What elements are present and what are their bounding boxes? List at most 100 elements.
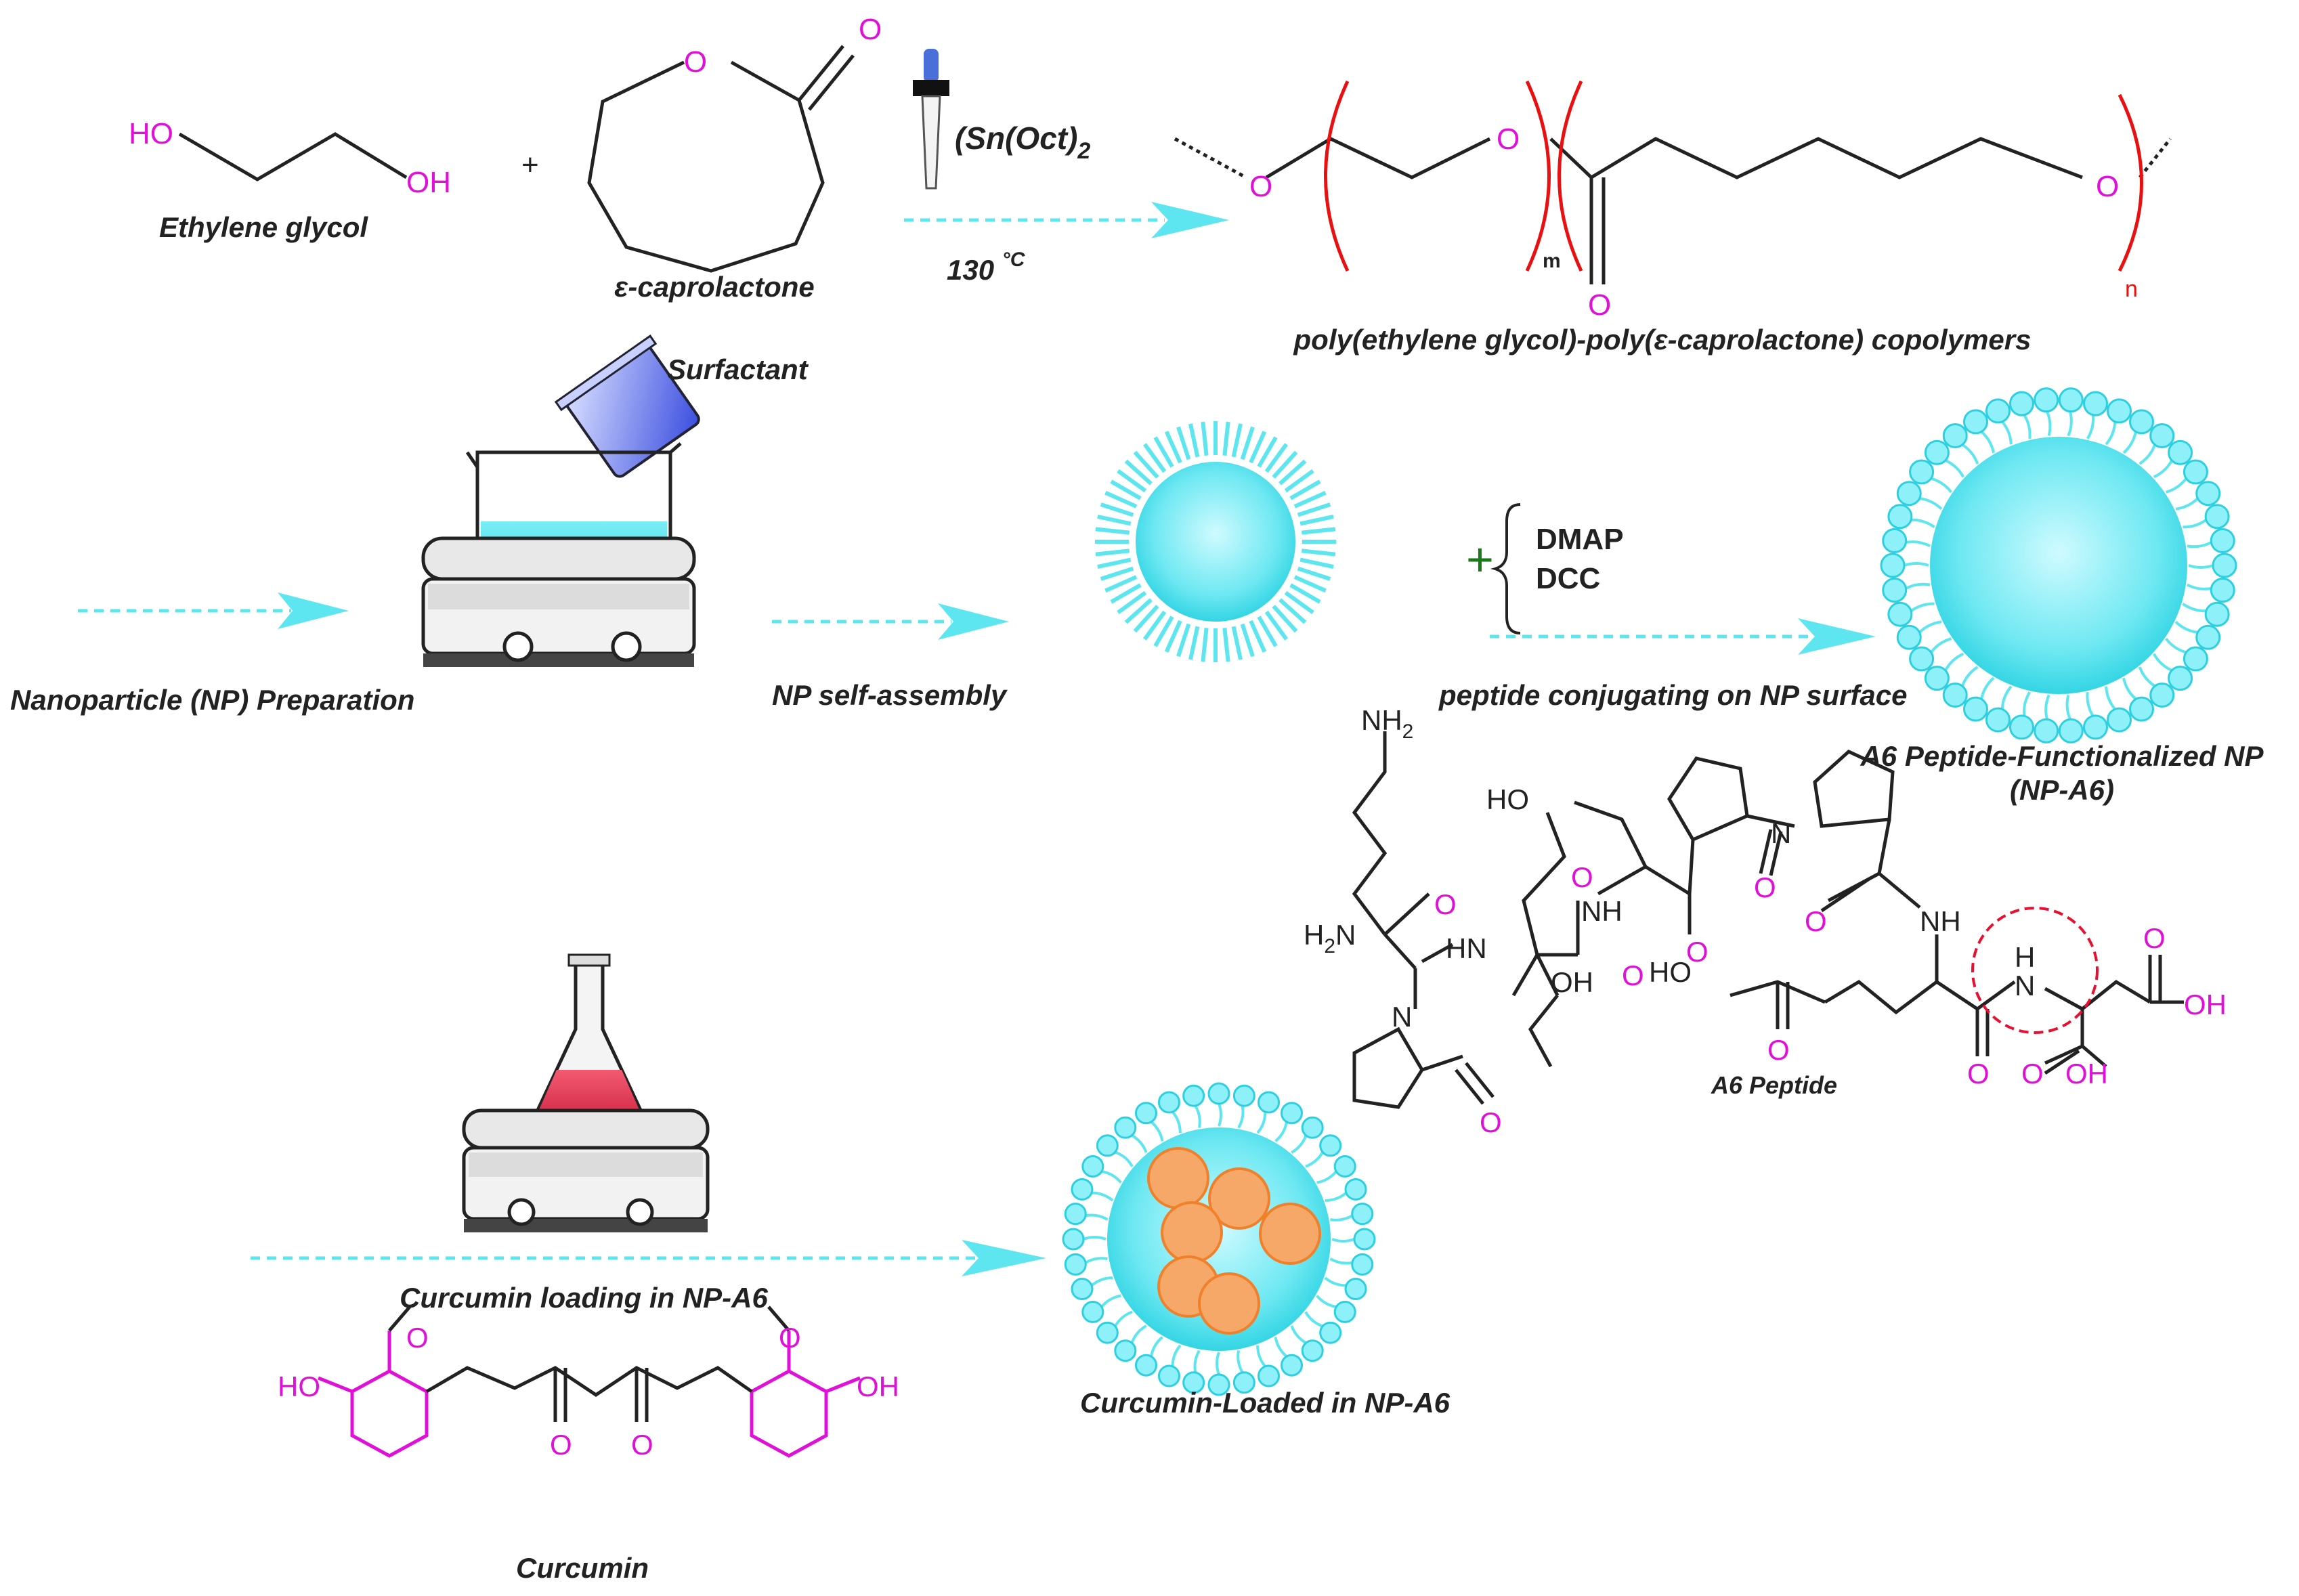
lipid-head (1333, 1155, 1356, 1178)
surfactant-spike (1188, 626, 1200, 660)
surfactant-spike (1249, 431, 1267, 464)
lipid-tail (1114, 1310, 1133, 1327)
surfactant-spike (1164, 431, 1182, 464)
catalyst-label: (Sn(Oct)2 (955, 121, 1090, 164)
copolymer-o2: O (1497, 123, 1520, 156)
lipid-tail (2122, 431, 2137, 454)
lipid-tail (1115, 1150, 1134, 1167)
caprolactone-label: ε-caprolactone (614, 271, 815, 303)
np-a6-label-line1: A6 Peptide-Functionalized NP (1860, 740, 2264, 772)
lipid-tail (2086, 691, 2094, 717)
curcumin-loaded-label: Curcumin-Loaded in NP-A6 (1079, 1387, 1451, 1419)
curcumin-structure (318, 1331, 861, 1458)
lipid-head (1333, 1301, 1356, 1323)
surfactant-spike (1264, 443, 1289, 473)
lipid-tail (2165, 637, 2187, 654)
lipid-tail (1101, 1170, 1122, 1184)
surfactant-spike (1110, 583, 1142, 604)
peptide-oh2: OH (2184, 989, 2227, 1020)
surfactant-spike (1164, 620, 1182, 653)
lipid-head (1882, 527, 1908, 553)
lipid-tail (2105, 686, 2116, 710)
lipid-head (2129, 409, 2154, 435)
surfactant-spike (1293, 575, 1327, 593)
peptide-n3: N (2015, 970, 2035, 1001)
peptide-ho2: HO (1649, 956, 1692, 988)
peptide-h2n: H2N (1304, 919, 1356, 957)
surfactant-spike (1257, 616, 1278, 647)
lipid-tail (1944, 652, 1964, 672)
lipid-tail (1918, 620, 1942, 634)
surfactant-spike (1297, 566, 1331, 581)
surfactant-spike (1100, 502, 1134, 517)
lipid-tail (1083, 1236, 1106, 1241)
peptide-o2: O (1480, 1106, 1502, 1138)
np-a6-nanoparticle (1880, 387, 2237, 743)
lipid-tail (2186, 583, 2212, 590)
lipid-tail (1194, 1105, 1201, 1128)
ethylene-glycol-label: Ethylene glycol (159, 211, 368, 243)
surfactant-spike (1240, 426, 1255, 460)
lipid-tail (1218, 1103, 1222, 1127)
atom-oh-label: OH (406, 166, 451, 199)
self-assembly-label: NP self-assembly (772, 679, 1007, 711)
surfactant-spike (1289, 479, 1321, 500)
peptide-h: H (2015, 941, 2035, 973)
lipid-head (2212, 553, 2237, 578)
lipid-head (2107, 707, 2132, 733)
lipid-head (1135, 1102, 1157, 1125)
lipid-tail (1085, 1213, 1109, 1221)
peptide-o1: O (1434, 888, 1457, 920)
lipid-head (1963, 409, 1988, 435)
lipid-tail (2138, 666, 2156, 687)
peptide-oh3: OH (2065, 1058, 2108, 1090)
peptide-n1: N (1392, 1001, 1412, 1033)
lipid-tail (1237, 1105, 1245, 1129)
lipid-tail (1256, 1345, 1266, 1368)
reaction-arrow-1 (904, 202, 1229, 238)
atom-ho-label: HO (129, 117, 173, 150)
surfactant-spike (1201, 627, 1209, 662)
reagent-brace (1490, 503, 1521, 634)
lipid-tail (1274, 1337, 1288, 1358)
plus-sign: + (521, 148, 539, 181)
reagent-dmap: DMAP (1536, 523, 1624, 556)
surfactant-spike (1299, 515, 1334, 526)
carbonyl-o-label: O (859, 13, 882, 46)
copolymer-label: poly(ethylene glycol)-poly(ε-caprolacton… (1293, 324, 2032, 355)
peptide-o9: O (1967, 1058, 1990, 1090)
lipid-head (1942, 683, 1968, 708)
polymer-brackets (1324, 80, 2143, 272)
curcumin-label: Curcumin (515, 1552, 649, 1584)
reagent-dcc: DCC (1536, 562, 1601, 595)
lipid-head (1924, 439, 1950, 465)
lipid-head (1081, 1155, 1104, 1178)
lipid-head (1182, 1371, 1205, 1394)
curcumin-o1: O (406, 1322, 429, 1354)
lipid-tail (1331, 1238, 1355, 1243)
curcumin-loading-label: Curcumin loading in NP-A6 (400, 1282, 768, 1314)
lipid-tail (2188, 564, 2214, 569)
lipid-head (2183, 459, 2208, 485)
lipid-head (1985, 707, 2011, 733)
lipid-head (1319, 1134, 1342, 1157)
subscript-m: m (1543, 250, 1561, 272)
lipid-head (1207, 1082, 1230, 1105)
peptide-o10: O (2143, 922, 2166, 954)
lipid-tail (1329, 1257, 1353, 1265)
surfactant-spike (1257, 436, 1278, 468)
lipid-head (1071, 1178, 1094, 1201)
curcumin-backbone (388, 1306, 790, 1422)
surfactant-beaker-icon (554, 335, 700, 478)
lipid-head (2204, 504, 2230, 530)
lipid-head (1924, 666, 1950, 691)
lipid-tail (2153, 459, 2173, 479)
lipid-head (1096, 1134, 1119, 1157)
reaction-arrow-5 (251, 1240, 1046, 1276)
lipid-head (1896, 481, 1922, 506)
lipid-head (1985, 398, 2011, 424)
lipid-head (2034, 387, 2059, 413)
lipid-tail (1961, 444, 1979, 465)
lipid-head (2008, 391, 2034, 416)
ring-o-label: O (684, 45, 707, 79)
